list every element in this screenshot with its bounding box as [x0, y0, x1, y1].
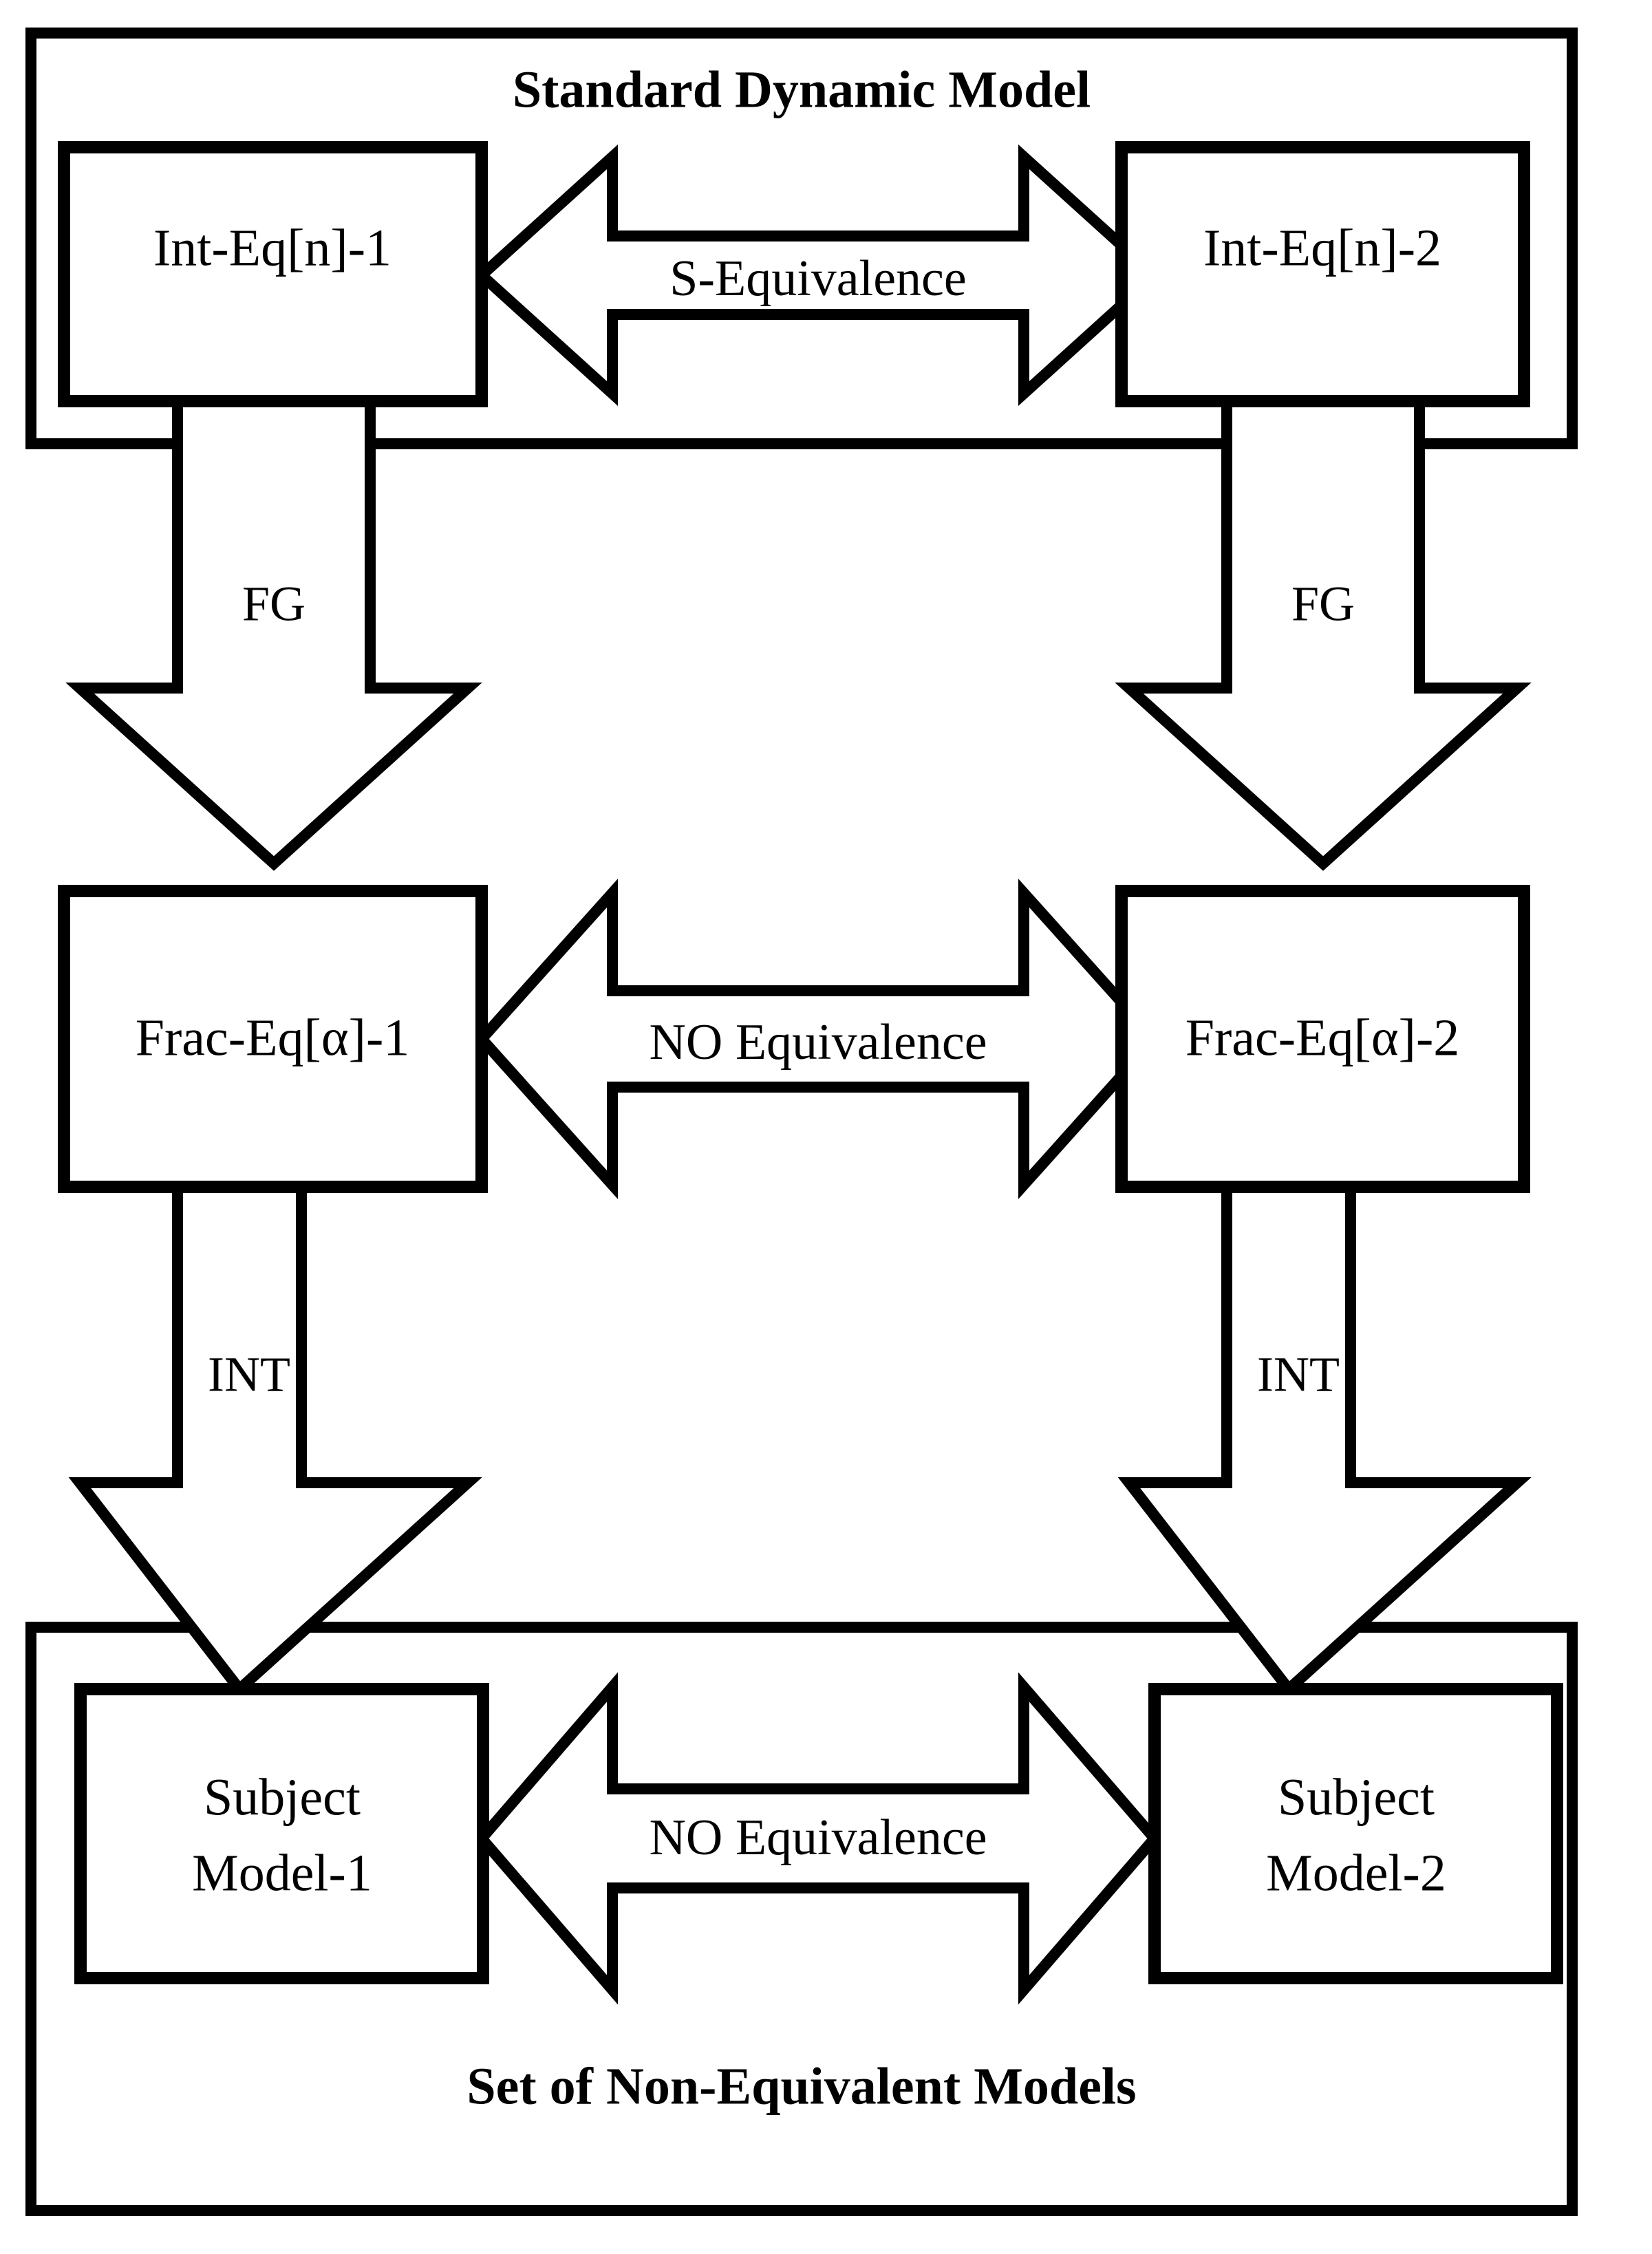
node-box-int-eq-1[interactable]	[58, 141, 488, 407]
vertical-arrow-fg-left	[65, 380, 482, 871]
group-container-set-of-non-equivalent-models	[25, 1622, 1578, 2216]
node-label-frac-eq-2: Frac-Eq[α]-2	[1186, 1009, 1460, 1066]
node-box-subject-model-1[interactable]	[74, 1683, 489, 1984]
node-box-int-eq-2[interactable]	[1115, 141, 1530, 407]
group-title-standard-dynamic-model: Standard Dynamic Model	[513, 61, 1091, 118]
node-label-subject-model-1-line2: Model-1	[192, 1844, 372, 1902]
group-container-standard-dynamic-model	[25, 28, 1578, 449]
horizontal-arrow-s-equivalence-label: S-Equivalence	[669, 250, 967, 307]
node-label-frac-eq-1: Frac-Eq[α]-1	[136, 1009, 410, 1066]
vertical-arrow-int-left	[68, 1178, 482, 1697]
horizontal-arrow-no-equivalence-bottom-label: NO Equivalence	[649, 1810, 987, 1866]
node-box-frac-eq-2[interactable]	[1115, 885, 1530, 1193]
vertical-arrow-int-right	[1117, 1178, 1532, 1697]
node-box-frac-eq-1[interactable]	[58, 885, 488, 1193]
vertical-arrow-fg-left-label: FG	[242, 577, 305, 632]
group-title-set-of-non-equivalent-models: Set of Non-Equivalent Models	[466, 2057, 1136, 2115]
node-label-int-eq-1: Int-Eq[n]-1	[153, 219, 391, 277]
node-label-subject-model-1-line1: Subject	[204, 1768, 361, 1826]
node-label-subject-model-2-line1: Subject	[1278, 1768, 1435, 1826]
vertical-arrow-int-right-label: INT	[1257, 1347, 1340, 1402]
node-box-subject-model-2[interactable]	[1148, 1683, 1563, 1984]
vertical-arrow-int-left-label: INT	[208, 1347, 290, 1402]
node-label-int-eq-2: Int-Eq[n]-2	[1203, 219, 1441, 277]
vertical-arrow-fg-right	[1115, 380, 1532, 871]
horizontal-arrow-no-equivalence-middle-label: NO Equivalence	[649, 1014, 987, 1071]
node-label-subject-model-2-line2: Model-2	[1266, 1844, 1446, 1902]
vertical-arrow-fg-right-label: FG	[1291, 577, 1355, 632]
